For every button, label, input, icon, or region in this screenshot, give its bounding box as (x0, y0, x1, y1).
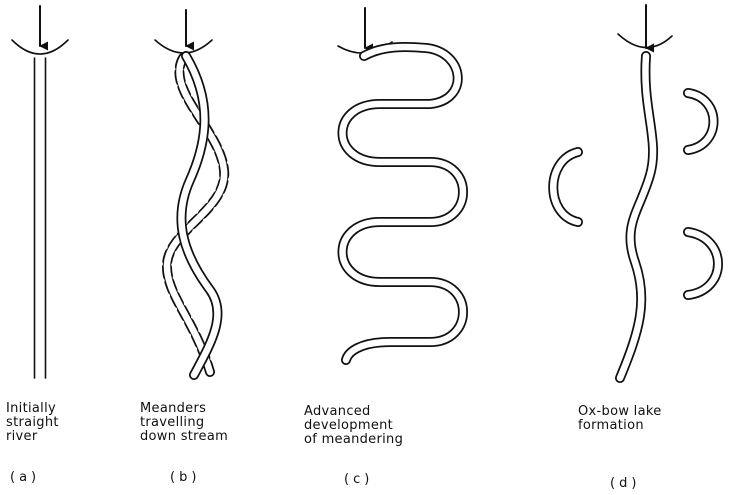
panel-b-meanders-travelling (155, 10, 224, 375)
panel-c-advanced-meandering (338, 8, 463, 360)
caption-d: Ox-bow lake formation (578, 405, 662, 433)
panel-tag-a: (a) (10, 470, 40, 485)
panel-d-oxbow-formation (553, 5, 718, 378)
panel-tag-d: (d) (610, 476, 640, 491)
panel-b-source-arc (155, 40, 212, 53)
caption-b: Meanders travelling down stream (140, 402, 228, 444)
panel-c-meander-channel (343, 47, 464, 360)
caption-c: Advanced development of meandering (304, 405, 403, 447)
panel-a-straight-river (12, 6, 68, 378)
panel-tag-b: (b) (170, 470, 200, 485)
panel-tag-c: (c) (344, 472, 373, 487)
oxbow-lake-lower-right (688, 232, 718, 295)
caption-a: Initially straight river (6, 402, 59, 444)
